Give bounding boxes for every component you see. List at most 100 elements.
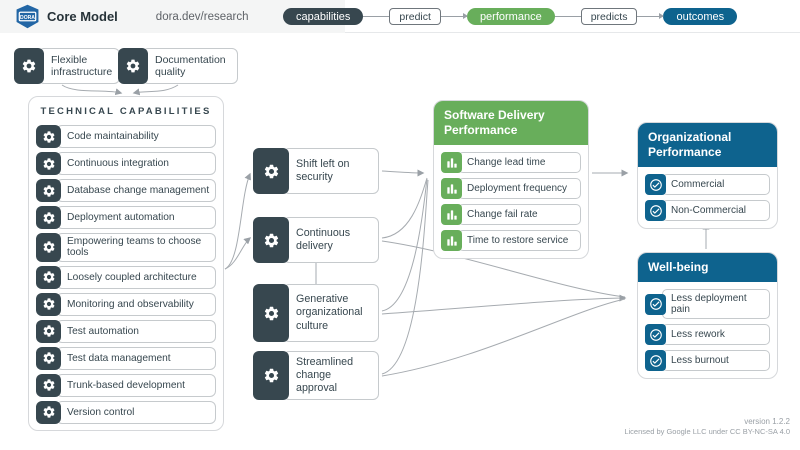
flow-outcomes-pill: outcomes bbox=[663, 8, 738, 25]
outcome-item: Less burnout bbox=[645, 350, 770, 371]
outcome-item: Less rework bbox=[645, 324, 770, 345]
gear-icon bbox=[14, 48, 44, 84]
dora-badge-text: DORA bbox=[20, 15, 35, 21]
capability-label: Flexible infrastructure bbox=[38, 48, 120, 84]
capability-label: Continuous integration bbox=[56, 152, 216, 175]
outcome-label: Less deployment pain bbox=[662, 289, 770, 319]
flow-capabilities-pill: capabilities bbox=[283, 8, 364, 25]
gear-icon bbox=[36, 179, 61, 202]
wellbeing-card: Well-being Less deployment pain bbox=[637, 252, 778, 379]
bar-chart-icon bbox=[441, 152, 462, 173]
capability-item: Continuous integration bbox=[36, 152, 216, 175]
metric-item: Deployment frequency bbox=[441, 178, 581, 199]
capability-label: Test data management bbox=[56, 346, 216, 370]
metric-item: Change lead time bbox=[441, 152, 581, 173]
capability-label: Streamlined change approval bbox=[283, 351, 379, 401]
flow-connector-arrow bbox=[637, 13, 665, 19]
gear-icon bbox=[253, 217, 289, 263]
gear-icon bbox=[36, 265, 61, 289]
capability-label: Empowering teams to choose tools bbox=[56, 233, 216, 262]
version-text: version 1.2.2 bbox=[744, 417, 790, 426]
metric-item: Change fail rate bbox=[441, 204, 581, 225]
capability-item: Loosely coupled architecture bbox=[36, 265, 216, 289]
bar-chart-icon bbox=[441, 230, 462, 251]
outcome-label: Commercial bbox=[662, 174, 770, 195]
outcome-label: Less burnout bbox=[662, 350, 770, 371]
capability-label: Database change management bbox=[56, 179, 216, 202]
wellbeing-title: Well-being bbox=[638, 253, 777, 282]
flow-predict-label: predict bbox=[389, 8, 441, 25]
capability-label: Version control bbox=[56, 400, 216, 424]
check-circle-icon bbox=[645, 200, 666, 221]
metric-item: Time to restore service bbox=[441, 230, 581, 251]
capability-item: Monitoring and observability bbox=[36, 292, 216, 316]
technical-capabilities-title: TECHNICAL CAPABILITIES bbox=[40, 106, 212, 117]
capability-label: Loosely coupled architecture bbox=[56, 265, 216, 289]
capability-item: Deployment automation bbox=[36, 206, 216, 229]
capability-flexible-infrastructure: Flexible infrastructure bbox=[14, 48, 120, 84]
capability-label: Generative organizational culture bbox=[283, 284, 379, 342]
gear-icon bbox=[36, 400, 61, 424]
outcome-label: Less rework bbox=[662, 324, 770, 345]
capability-label: Monitoring and observability bbox=[56, 292, 216, 316]
capability-label: Deployment automation bbox=[56, 206, 216, 229]
capability-shift-left-on-security: Shift left on security bbox=[253, 148, 379, 194]
bar-chart-icon bbox=[441, 204, 462, 225]
sdp-metric-list: Change lead time Deployment frequency bbox=[434, 145, 588, 258]
model-flow-legend: capabilities predict performance predict… bbox=[283, 0, 738, 33]
app-title: Core Model bbox=[47, 9, 118, 24]
app-header: DORA Core Model dora.dev/research capabi… bbox=[0, 0, 800, 33]
check-circle-icon bbox=[645, 293, 666, 315]
footer-note: version 1.2.2 Licensed by Google LLC und… bbox=[624, 416, 790, 438]
gear-icon bbox=[253, 351, 289, 401]
capability-item: Version control bbox=[36, 400, 216, 424]
gear-icon bbox=[36, 233, 61, 262]
gear-icon bbox=[253, 284, 289, 342]
license-text: Licensed by Google LLC under CC BY-NC-SA… bbox=[624, 427, 790, 437]
bar-chart-icon bbox=[441, 178, 462, 199]
outcome-item: Non-Commercial bbox=[645, 200, 770, 221]
capability-documentation-quality: Documentation quality bbox=[118, 48, 238, 84]
capability-label: Shift left on security bbox=[283, 148, 379, 194]
flow-connector bbox=[363, 16, 390, 17]
gear-icon bbox=[118, 48, 148, 84]
capability-label: Code maintainability bbox=[56, 125, 216, 148]
capability-streamlined-change-approval: Streamlined change approval bbox=[253, 351, 379, 401]
capability-generative-organizational-culture: Generative organizational culture bbox=[253, 284, 379, 342]
capability-item: Trunk-based development bbox=[36, 373, 216, 397]
capability-label: Continuous delivery bbox=[283, 217, 379, 263]
metric-label: Time to restore service bbox=[458, 230, 581, 251]
gear-icon bbox=[36, 373, 61, 397]
dora-badge-icon: DORA bbox=[16, 4, 39, 29]
metric-label: Change lead time bbox=[458, 152, 581, 173]
outcome-item: Commercial bbox=[645, 174, 770, 195]
capability-label: Trunk-based development bbox=[56, 373, 216, 397]
wellbeing-list: Less deployment pain Less rework bbox=[638, 282, 777, 378]
gear-icon bbox=[36, 346, 61, 370]
organizational-performance-card: Organizational Performance Commercial bbox=[637, 122, 778, 229]
gear-icon bbox=[36, 152, 61, 175]
technical-capabilities-panel: TECHNICAL CAPABILITIES Code maintainabil… bbox=[28, 96, 224, 431]
gear-icon bbox=[36, 206, 61, 229]
metric-label: Deployment frequency bbox=[458, 178, 581, 199]
flow-connector bbox=[554, 16, 581, 17]
gear-icon bbox=[253, 148, 289, 194]
software-delivery-performance-card: Software Delivery Performance Change lea… bbox=[433, 100, 589, 259]
organizational-performance-list: Commercial Non-Commercial bbox=[638, 167, 777, 228]
software-delivery-performance-title: Software Delivery Performance bbox=[434, 101, 588, 145]
outcome-label: Non-Commercial bbox=[662, 200, 770, 221]
capability-item: Test automation bbox=[36, 319, 216, 343]
diagram-canvas: Flexible infrastructure Documentation qu… bbox=[0, 33, 800, 450]
organizational-performance-title: Organizational Performance bbox=[638, 123, 777, 167]
capability-item: Empowering teams to choose tools bbox=[36, 233, 216, 262]
research-link[interactable]: dora.dev/research bbox=[155, 10, 249, 23]
gear-icon bbox=[36, 125, 61, 148]
capability-label: Documentation quality bbox=[142, 48, 238, 84]
capability-item: Code maintainability bbox=[36, 125, 216, 148]
capability-label: Test automation bbox=[56, 319, 216, 343]
flow-performance-pill: performance bbox=[466, 8, 555, 25]
gear-icon bbox=[36, 319, 61, 343]
flow-predicts-label: predicts bbox=[580, 8, 638, 25]
flow-connector-arrow bbox=[440, 13, 468, 19]
